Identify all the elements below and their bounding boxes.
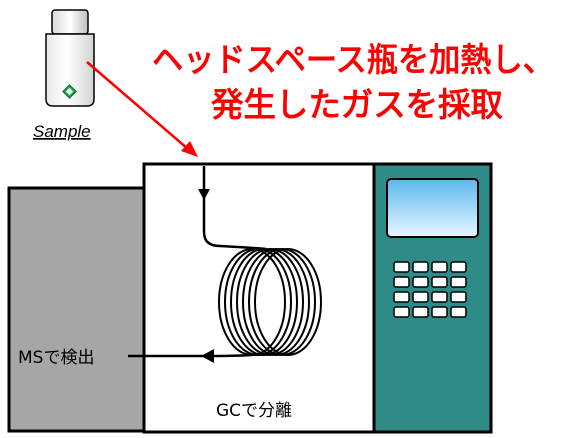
sample-label: Sample bbox=[33, 122, 91, 141]
ms-unit bbox=[7, 186, 146, 433]
gc-oven bbox=[142, 162, 376, 434]
vial-cap bbox=[51, 9, 89, 35]
headline-line1: ヘッドスペース瓶を加熱し、 bbox=[152, 40, 554, 79]
vial-body bbox=[45, 33, 95, 107]
transfer-arrow bbox=[86, 61, 198, 157]
display-screen bbox=[386, 178, 479, 238]
headline-line2: 発生したガスを採取 bbox=[211, 85, 503, 124]
sample-vial bbox=[45, 9, 95, 107]
ms-label: MSで検出 bbox=[18, 348, 94, 368]
gc-label: GCで分離 bbox=[216, 401, 292, 421]
outlet-line bbox=[128, 349, 263, 363]
gc-column-coil bbox=[218, 248, 322, 356]
keypad bbox=[393, 261, 467, 318]
